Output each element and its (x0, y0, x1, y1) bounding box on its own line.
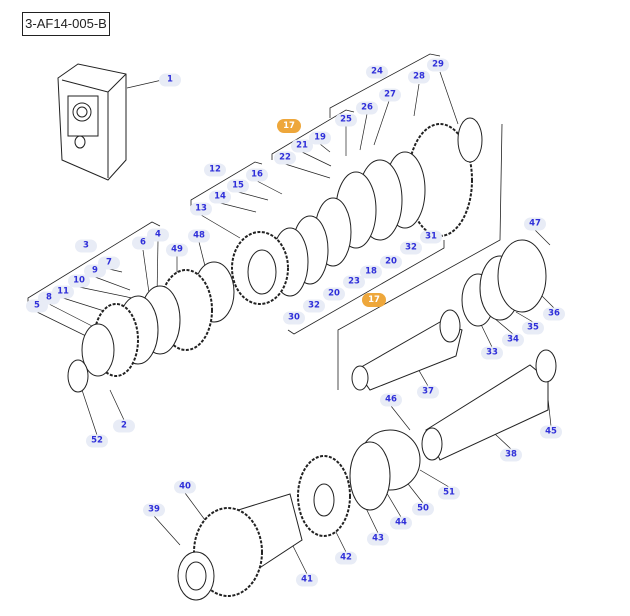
callout-18[interactable]: 18 (360, 265, 382, 279)
callout-39[interactable]: 39 (143, 503, 165, 517)
callout-26[interactable]: 26 (356, 101, 378, 115)
callout-3[interactable]: 3 (75, 239, 97, 253)
callout-46[interactable]: 46 (380, 393, 402, 407)
callout-48[interactable]: 48 (188, 229, 210, 243)
callout-30[interactable]: 30 (283, 311, 305, 325)
callout-15[interactable]: 15 (227, 179, 249, 193)
callout-16[interactable]: 16 (246, 168, 268, 182)
callout-23[interactable]: 23 (343, 275, 365, 289)
callout-17[interactable]: 17 (277, 119, 301, 133)
callout-50[interactable]: 50 (412, 502, 434, 516)
callout-12[interactable]: 12 (204, 163, 226, 177)
callout-13[interactable]: 13 (190, 202, 212, 216)
callout-37[interactable]: 37 (417, 385, 439, 399)
callout-29[interactable]: 29 (427, 58, 449, 72)
callout-41[interactable]: 41 (296, 573, 318, 587)
callout-33[interactable]: 33 (481, 346, 503, 360)
callout-49[interactable]: 49 (166, 243, 188, 257)
callout-9[interactable]: 9 (84, 264, 106, 278)
callout-24[interactable]: 24 (366, 65, 388, 79)
callout-36[interactable]: 36 (543, 307, 565, 321)
callout-2[interactable]: 2 (113, 419, 135, 433)
callout-51[interactable]: 51 (438, 486, 460, 500)
gear-parts (67, 117, 557, 601)
callout-25[interactable]: 25 (335, 113, 357, 127)
callout-44[interactable]: 44 (390, 516, 412, 530)
callout-35[interactable]: 35 (522, 321, 544, 335)
callout-34[interactable]: 34 (502, 333, 524, 347)
callout-32[interactable]: 32 (400, 241, 422, 255)
callout-22[interactable]: 22 (274, 151, 296, 165)
housing-part (57, 63, 127, 181)
callout-10[interactable]: 10 (68, 274, 90, 288)
callout-45[interactable]: 45 (540, 425, 562, 439)
callout-21[interactable]: 21 (291, 139, 313, 153)
callout-40[interactable]: 40 (174, 480, 196, 494)
callout-31[interactable]: 31 (420, 230, 442, 244)
callout-17[interactable]: 17 (362, 293, 386, 307)
callout-43[interactable]: 43 (367, 532, 389, 546)
callout-14[interactable]: 14 (209, 190, 231, 204)
callout-32[interactable]: 32 (303, 299, 325, 313)
callout-52[interactable]: 52 (86, 434, 108, 448)
callout-28[interactable]: 28 (408, 70, 430, 84)
callout-1[interactable]: 1 (159, 73, 181, 87)
callout-5[interactable]: 5 (26, 299, 48, 313)
diagram-id-label: 3-AF14-005-B (22, 12, 110, 36)
callout-27[interactable]: 27 (379, 88, 401, 102)
callout-47[interactable]: 47 (524, 217, 546, 231)
callout-38[interactable]: 38 (500, 448, 522, 462)
callout-4[interactable]: 4 (147, 228, 169, 242)
callout-20[interactable]: 20 (323, 287, 345, 301)
callout-42[interactable]: 42 (335, 551, 357, 565)
callout-20[interactable]: 20 (380, 255, 402, 269)
callout-19[interactable]: 19 (309, 131, 331, 145)
